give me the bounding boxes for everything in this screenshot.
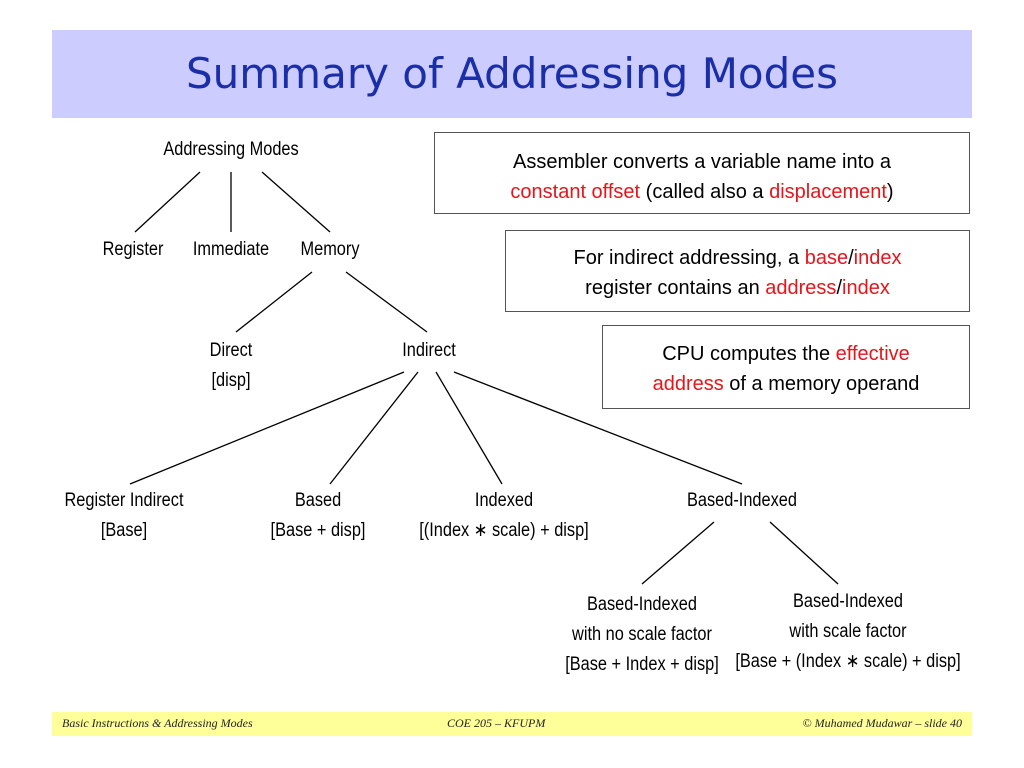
node-indirect: Indirect xyxy=(386,336,472,366)
node-direct: Direct [disp] xyxy=(192,336,269,396)
node-label: Register Indirect xyxy=(64,490,184,511)
callout-line-2: constant offset (called also a displacem… xyxy=(510,181,894,203)
slide-title: Summary of Addressing Modes xyxy=(185,49,839,98)
node-label: Addressing Modes xyxy=(163,139,299,160)
edge-indirect-based-indexed xyxy=(453,371,743,485)
node-immediate: Immediate xyxy=(184,235,279,265)
edge-based-indexed-scale xyxy=(769,521,839,585)
node-based-indexed-scale: Based-Indexed with scale factor [Base + … xyxy=(733,587,963,677)
node-based: Based [Base + disp] xyxy=(258,486,378,546)
node-subtitle: with no scale factor xyxy=(572,624,712,645)
node-form: [Base + disp] xyxy=(270,520,366,541)
footer-author-slide: © Muhamed Mudawar – slide 40 xyxy=(802,716,962,730)
edge-indirect-based xyxy=(329,371,419,485)
node-register: Register xyxy=(90,235,176,265)
callout-line-2: address of a memory operand xyxy=(652,373,920,395)
edge-indirect-register-indirect xyxy=(129,371,405,485)
node-form: [Base] xyxy=(100,520,148,541)
node-label: Based xyxy=(294,490,342,511)
node-form: [Base + Index + disp] xyxy=(565,654,719,675)
node-addressing-modes: Addressing Modes xyxy=(145,135,317,165)
node-label: Direct xyxy=(209,340,253,361)
node-based-indexed: Based-Indexed xyxy=(682,486,802,516)
footer-course-code: COE 205 – KFUPM xyxy=(447,716,546,730)
node-label: Based-Indexed xyxy=(687,490,797,511)
node-label: Register xyxy=(102,239,164,260)
node-form: [disp] xyxy=(211,370,251,391)
edge-memory-direct xyxy=(235,271,313,333)
title-bar: Summary of Addressing Modes xyxy=(52,30,972,118)
edge-based-indexed-no-scale xyxy=(641,521,715,585)
edge-root-memory xyxy=(261,171,331,233)
node-label: Memory xyxy=(300,239,360,260)
node-label: Immediate xyxy=(192,239,270,260)
node-label: Based-Indexed xyxy=(793,591,903,612)
node-label: Indirect xyxy=(402,340,456,361)
node-subtitle: with scale factor xyxy=(789,621,907,642)
edge-memory-indirect xyxy=(345,271,428,333)
callout-line-1: Assembler converts a variable name into … xyxy=(513,151,891,173)
edge-root-register xyxy=(134,171,201,233)
edge-indirect-indexed xyxy=(435,371,503,485)
node-label: Indexed xyxy=(474,490,534,511)
callout-effective-address: CPU computes the effective address of a … xyxy=(602,325,970,409)
node-register-indirect: Register Indirect [Base] xyxy=(55,486,193,546)
callout-line-1: CPU computes the effective xyxy=(662,343,910,365)
footer-bar: Basic Instructions & Addressing Modes CO… xyxy=(52,712,972,736)
node-indexed: Indexed [(Index ∗ scale) + disp] xyxy=(408,486,601,546)
node-label: Based-Indexed xyxy=(587,594,697,615)
callout-constant-offset: Assembler converts a variable name into … xyxy=(434,132,970,214)
node-form: [(Index ∗ scale) + disp] xyxy=(419,520,589,541)
node-memory: Memory xyxy=(291,235,368,265)
callout-line-2: register contains an address/index xyxy=(585,277,890,299)
node-form: [Base + (Index ∗ scale) + disp] xyxy=(735,651,961,672)
callout-base-index: For indirect addressing, a base/index re… xyxy=(505,230,970,312)
node-based-indexed-no-scale: Based-Indexed with no scale factor [Base… xyxy=(558,590,727,680)
callout-line-1: For indirect addressing, a base/index xyxy=(573,247,902,269)
footer-course-topic: Basic Instructions & Addressing Modes xyxy=(62,716,253,730)
